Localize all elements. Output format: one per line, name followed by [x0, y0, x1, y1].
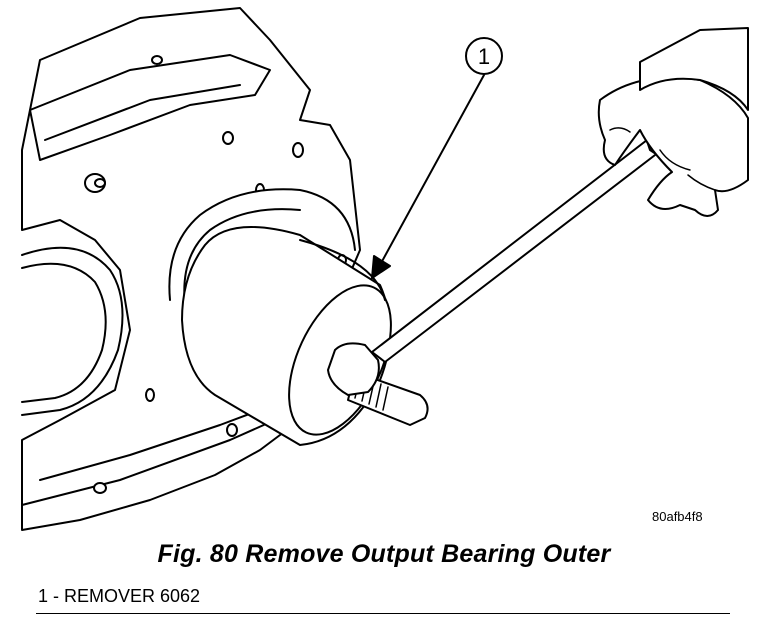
- bolt-hole: [151, 55, 163, 65]
- technical-illustration: 1: [21, 7, 749, 531]
- case-upper-flange: [29, 54, 271, 161]
- callout-number: 1: [478, 44, 490, 69]
- legend-item: 1 - REMOVER 6062: [38, 586, 201, 606]
- left-bore-inner: [21, 262, 107, 403]
- technician-hand: [597, 76, 749, 217]
- tool-nut: [327, 342, 380, 396]
- wrench-handle: [371, 129, 673, 363]
- seal-bore-rim: [183, 208, 301, 306]
- bolt-hole: [94, 178, 106, 188]
- hand-fingers: [609, 127, 716, 191]
- bolt-hole: [93, 482, 107, 494]
- left-bore: [21, 246, 124, 416]
- bolt-hole: [222, 131, 234, 145]
- bolt-hole: [226, 423, 238, 437]
- divider-line: [36, 613, 730, 614]
- remover-tool-rim: [299, 239, 386, 301]
- figure-caption: Fig. 80 Remove Output Bearing Outer: [157, 540, 611, 568]
- callout-arrowhead: [371, 255, 391, 279]
- bolt-hole: [145, 388, 155, 402]
- bolt-hole: [292, 142, 304, 158]
- figure-id: 80afb4f8: [652, 509, 703, 524]
- sleeve: [639, 27, 749, 111]
- callout-leader: [379, 74, 485, 266]
- case-rib: [44, 84, 241, 141]
